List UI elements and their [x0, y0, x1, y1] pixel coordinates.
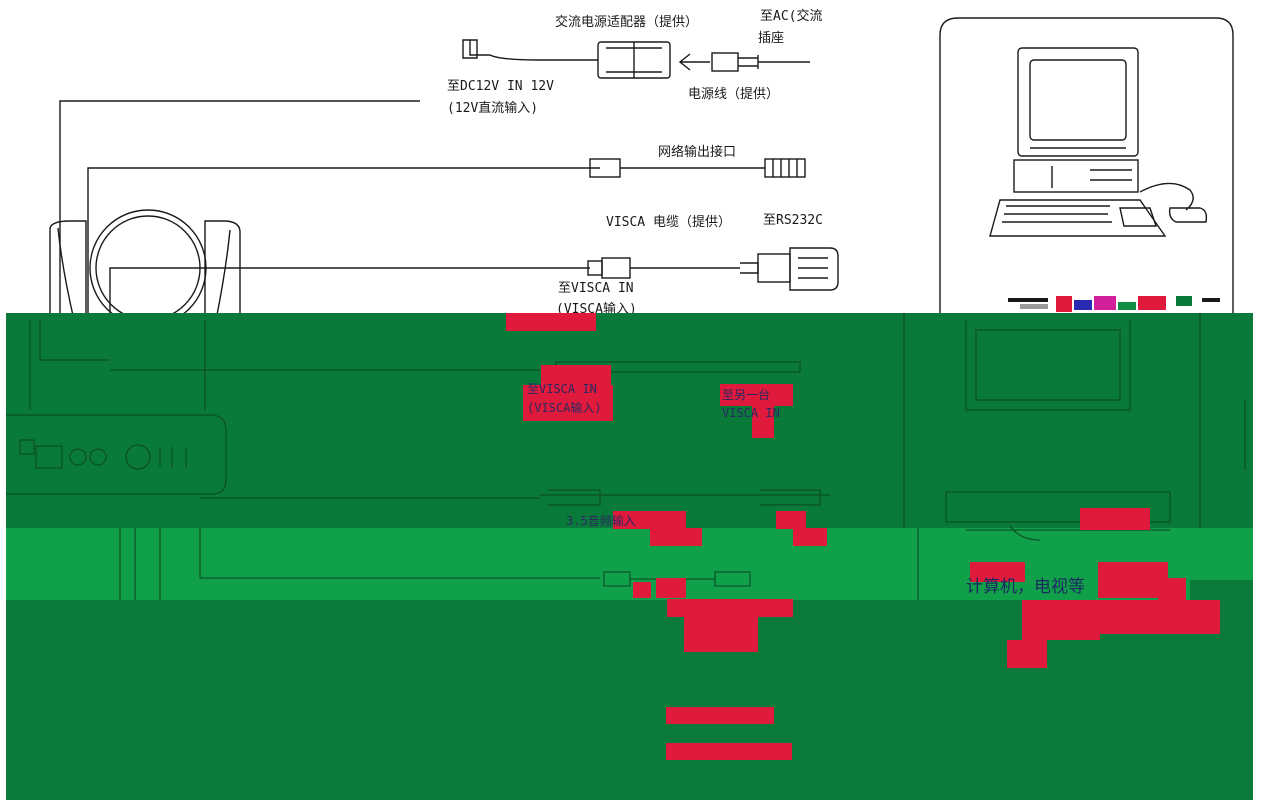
power-cord-label: 电源线（提供）	[688, 87, 780, 102]
visca-input-label-2: (VISCA输入)	[527, 401, 602, 415]
red-block	[776, 511, 806, 529]
red-block	[752, 404, 774, 438]
red-block	[650, 528, 702, 546]
power-adapter-icon	[462, 39, 671, 79]
visca-lead-line	[109, 267, 590, 320]
another-visca-label: 至另一台	[722, 388, 771, 402]
red-block	[720, 384, 793, 406]
to-dc-label: 至DC12V IN 12V	[447, 79, 554, 94]
visca-cable-label: VISCA 电缆（提供）	[606, 215, 731, 230]
outlet-label: 插座	[758, 31, 785, 46]
red-block	[1100, 600, 1220, 634]
network-lead-line	[87, 167, 600, 320]
audio-label: 3.5音频输入	[566, 514, 636, 528]
visca-input-label: (VISCA输入)	[556, 302, 637, 313]
computer-icon	[989, 47, 1208, 237]
dc-lead-line	[59, 100, 420, 320]
red-bar	[666, 707, 774, 724]
red-block	[1080, 508, 1150, 530]
to-ac-label: 至AC(交流	[760, 9, 823, 24]
red-block	[633, 582, 651, 598]
visca-in-label-2: 至VISCA IN	[527, 382, 597, 396]
visca-cable-icon	[587, 247, 839, 291]
red-block	[667, 599, 793, 617]
red-block	[506, 313, 596, 331]
red-block	[970, 562, 1025, 582]
red-block	[1158, 578, 1186, 600]
visca-in-label-3: VISCA IN	[722, 406, 780, 420]
red-block	[656, 578, 686, 598]
red-block	[1098, 562, 1168, 598]
arrow-icon	[678, 53, 710, 71]
power-plug-icon	[711, 52, 810, 72]
dc-input-label: (12V直流输入)	[447, 101, 539, 116]
green-band-middle	[6, 528, 1253, 600]
monitor-ghost	[965, 320, 1131, 411]
red-block	[1022, 600, 1100, 640]
camera-base-ghost	[6, 414, 227, 495]
red-block	[1007, 640, 1047, 668]
red-block	[684, 616, 758, 652]
vcr-ghost	[945, 491, 1171, 531]
to-visca-in-label: 至VISCA IN	[558, 281, 634, 296]
red-block	[793, 528, 827, 546]
adapter-label: 交流电源适配器（提供）	[555, 15, 699, 30]
red-block	[523, 385, 613, 421]
computer-tv-label: 计算机，电视等	[966, 577, 1085, 597]
network-cable-icon	[589, 158, 806, 178]
red-block	[613, 511, 686, 529]
green-band-step	[1190, 580, 1253, 600]
red-bar	[666, 743, 792, 760]
to-rs232c-label: 至RS232C	[763, 213, 823, 228]
network-label: 网络输出接口	[658, 145, 737, 160]
